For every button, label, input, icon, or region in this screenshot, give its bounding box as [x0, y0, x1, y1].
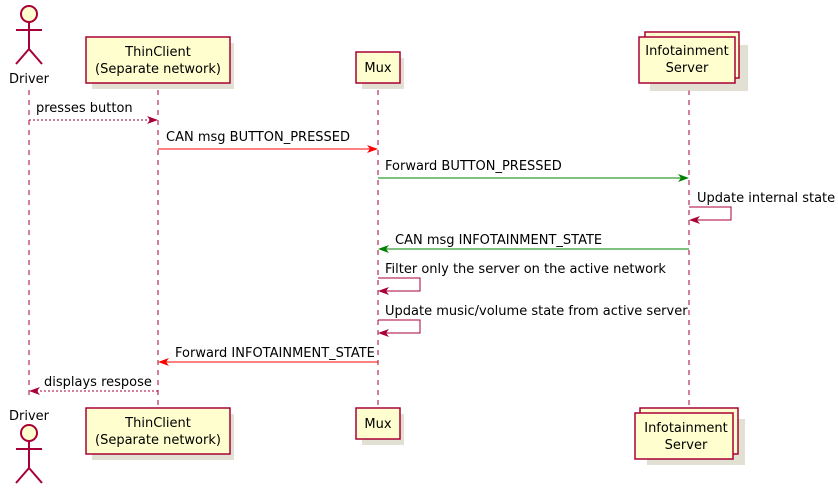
driver-actor-icon	[20, 5, 38, 23]
message-label: Update internal state	[697, 191, 835, 206]
message-can-infotainment-state: CAN msg INFOTAINMENT_STATE	[378, 233, 689, 253]
message-displays-response: displays respose	[29, 375, 158, 395]
message-label: CAN msg INFOTAINMENT_STATE	[395, 233, 602, 248]
message-can-button-pressed: CAN msg BUTTON_PRESSED	[158, 130, 378, 153]
infotainment-title-top: Infotainment	[645, 44, 729, 59]
driver-label-bottom: Driver	[9, 409, 50, 424]
driver-label-top: Driver	[9, 72, 50, 87]
thin-client-title-top: ThinClient	[124, 45, 191, 60]
message-filter-server: Filter only the server on the active net…	[378, 262, 666, 295]
thin-client-subtitle-bottom: (Separate network)	[95, 433, 221, 448]
infotainment-box-bottom: Infotainment Server	[634, 407, 745, 465]
message-label: displays respose	[44, 375, 152, 390]
message-presses-button: presses button	[29, 101, 158, 124]
thin-client-box-bottom: ThinClient (Separate network)	[85, 407, 234, 460]
message-label: CAN msg BUTTON_PRESSED	[166, 130, 350, 145]
message-label: Forward BUTTON_PRESSED	[385, 159, 562, 174]
infotainment-subtitle-bottom: Server	[665, 438, 708, 453]
message-update-internal-state: Update internal state	[689, 191, 835, 224]
mux-title-top: Mux	[364, 61, 391, 76]
mux-box-top: Mux	[355, 51, 404, 89]
message-label: Filter only the server on the active net…	[385, 262, 666, 277]
infotainment-title-bottom: Infotainment	[644, 421, 728, 436]
mux-title-bottom: Mux	[364, 417, 391, 432]
thin-client-box-top: ThinClient (Separate network)	[85, 36, 234, 89]
driver-actor-bottom: Driver	[9, 409, 50, 484]
message-label: Update music/volume state from active se…	[385, 304, 688, 319]
message-label: Forward INFOTAINMENT_STATE	[175, 346, 375, 361]
mux-box-bottom: Mux	[355, 407, 404, 445]
message-update-music-volume: Update music/volume state from active se…	[378, 304, 688, 337]
thin-client-title-bottom: ThinClient	[124, 416, 191, 431]
driver-actor-top: Driver	[9, 5, 50, 87]
driver-actor-icon	[20, 424, 38, 442]
message-forward-button-pressed: Forward BUTTON_PRESSED	[378, 159, 689, 182]
infotainment-box-top: Infotainment Server	[638, 31, 748, 91]
thin-client-subtitle-top: (Separate network)	[95, 62, 221, 77]
message-label: presses button	[36, 101, 133, 116]
infotainment-subtitle-top: Server	[666, 61, 709, 76]
message-forward-infotainment-state: Forward INFOTAINMENT_STATE	[158, 346, 378, 366]
